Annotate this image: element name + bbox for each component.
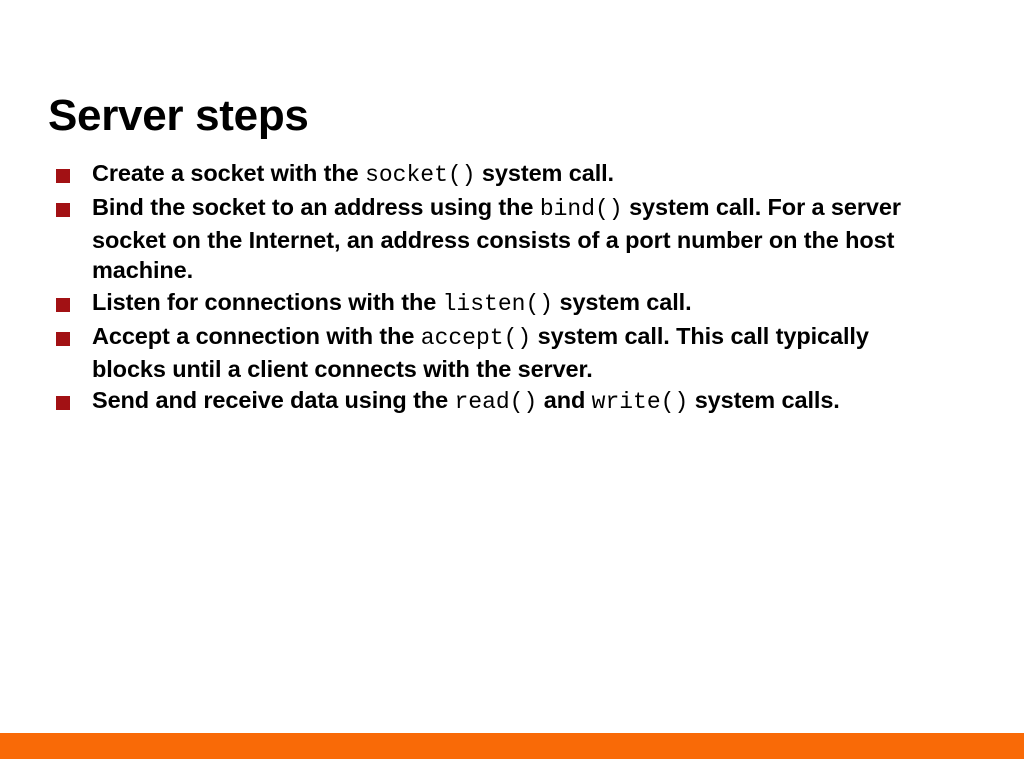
list-item: Accept a connection with the accept() sy… — [48, 321, 948, 384]
list-item: Create a socket with the socket() system… — [48, 158, 948, 191]
square-bullet-icon — [56, 331, 70, 346]
code-token: bind() — [539, 195, 623, 222]
square-bullet-icon — [56, 169, 70, 183]
page-title: Server steps — [48, 91, 309, 141]
text-run: Accept a connection with the — [92, 322, 421, 349]
text-run: Send and receive data using the — [92, 387, 455, 414]
code-token: accept() — [420, 324, 532, 351]
square-bullet-icon — [56, 202, 70, 217]
list-item: Send and receive data using the read() a… — [48, 385, 948, 418]
list-item-label: Send and receive data using the read() a… — [92, 385, 948, 418]
list-item-label: Accept a connection with the accept() sy… — [92, 321, 948, 384]
text-run: Listen for connections with the — [92, 288, 443, 315]
footer-accent-bar — [0, 733, 1024, 759]
list-item-label: Create a socket with the socket() system… — [92, 158, 948, 191]
list-item: Bind the socket to an address using the … — [48, 192, 948, 286]
text-run: system call. — [553, 288, 692, 315]
text-run: system calls. — [688, 387, 840, 414]
server-steps-list: Create a socket with the socket() system… — [48, 158, 948, 419]
list-item-label: Bind the socket to an address using the … — [92, 192, 948, 286]
square-bullet-icon — [56, 396, 70, 411]
text-run: and — [537, 387, 592, 414]
code-token: read() — [454, 389, 538, 416]
footer-spacer — [0, 759, 1024, 768]
list-item: Listen for connections with the listen()… — [48, 287, 948, 320]
text-run: system call. For a server socket on the … — [92, 193, 901, 284]
list-item-label: Listen for connections with the listen()… — [92, 287, 948, 320]
code-token: listen() — [442, 290, 554, 317]
square-bullet-icon — [56, 297, 70, 312]
text-run: Create a socket with the — [92, 160, 366, 186]
text-run: Bind the socket to an address using the — [92, 193, 540, 220]
code-token: socket() — [365, 162, 476, 188]
text-run: system call. — [475, 160, 614, 186]
text-run: system call. This call typically blocks … — [92, 322, 869, 382]
code-token: write() — [591, 389, 689, 416]
